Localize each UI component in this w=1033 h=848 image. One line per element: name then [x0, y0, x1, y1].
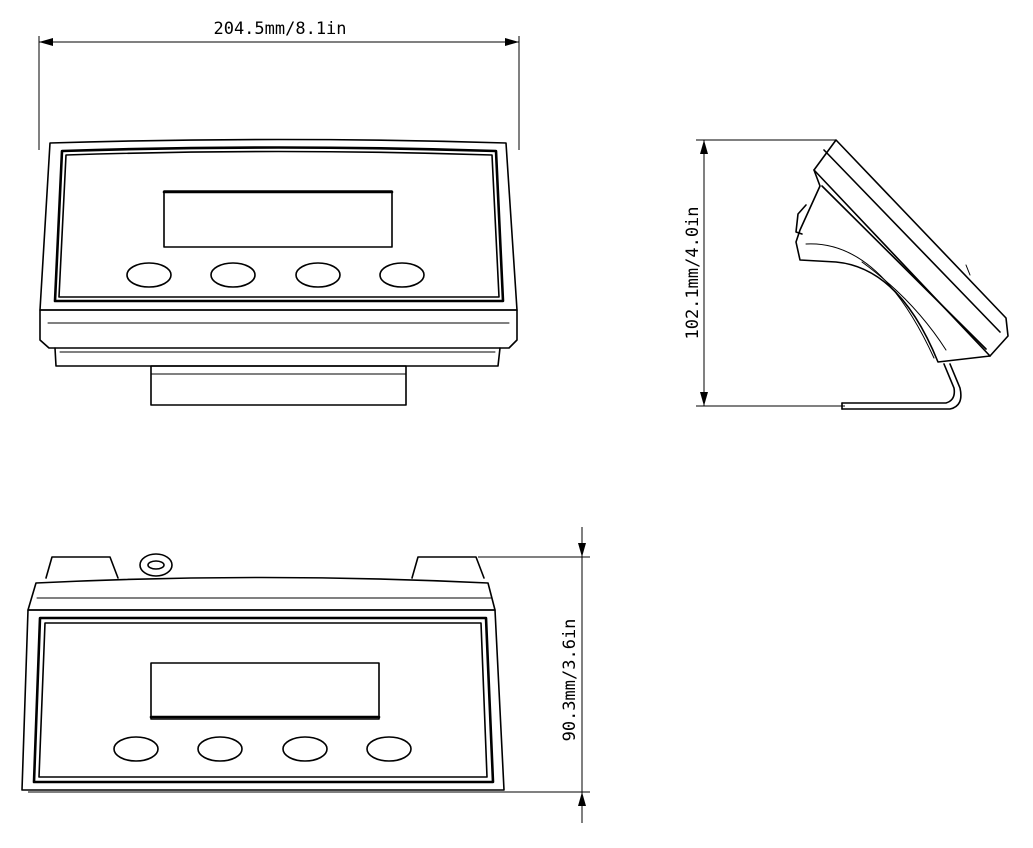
depth-label: 90.3mm/3.6in — [560, 619, 580, 742]
front-button-4 — [379, 262, 425, 288]
depth-dimension: 90.3mm/3.6in — [28, 527, 590, 823]
height-dimension: 102.1mm/4.0in — [683, 139, 845, 407]
height-label: 102.1mm/4.0in — [683, 206, 703, 339]
width-label: 204.5mm/8.1in — [213, 19, 346, 39]
width-dimension: 204.5mm/8.1in — [38, 19, 520, 150]
side-view: 102.1mm/4.0in — [683, 139, 1009, 410]
top-button-1 — [113, 736, 159, 762]
top-button-2 — [197, 736, 243, 762]
top-button-4 — [366, 736, 412, 762]
top-button-3 — [282, 736, 328, 762]
key-lock-icon — [139, 553, 173, 577]
front-button-2 — [210, 262, 256, 288]
top-view: 90.3mm/3.6in — [21, 527, 590, 823]
front-button-1 — [126, 262, 172, 288]
front-view: 204.5mm/8.1in — [38, 19, 520, 406]
front-button-3 — [295, 262, 341, 288]
